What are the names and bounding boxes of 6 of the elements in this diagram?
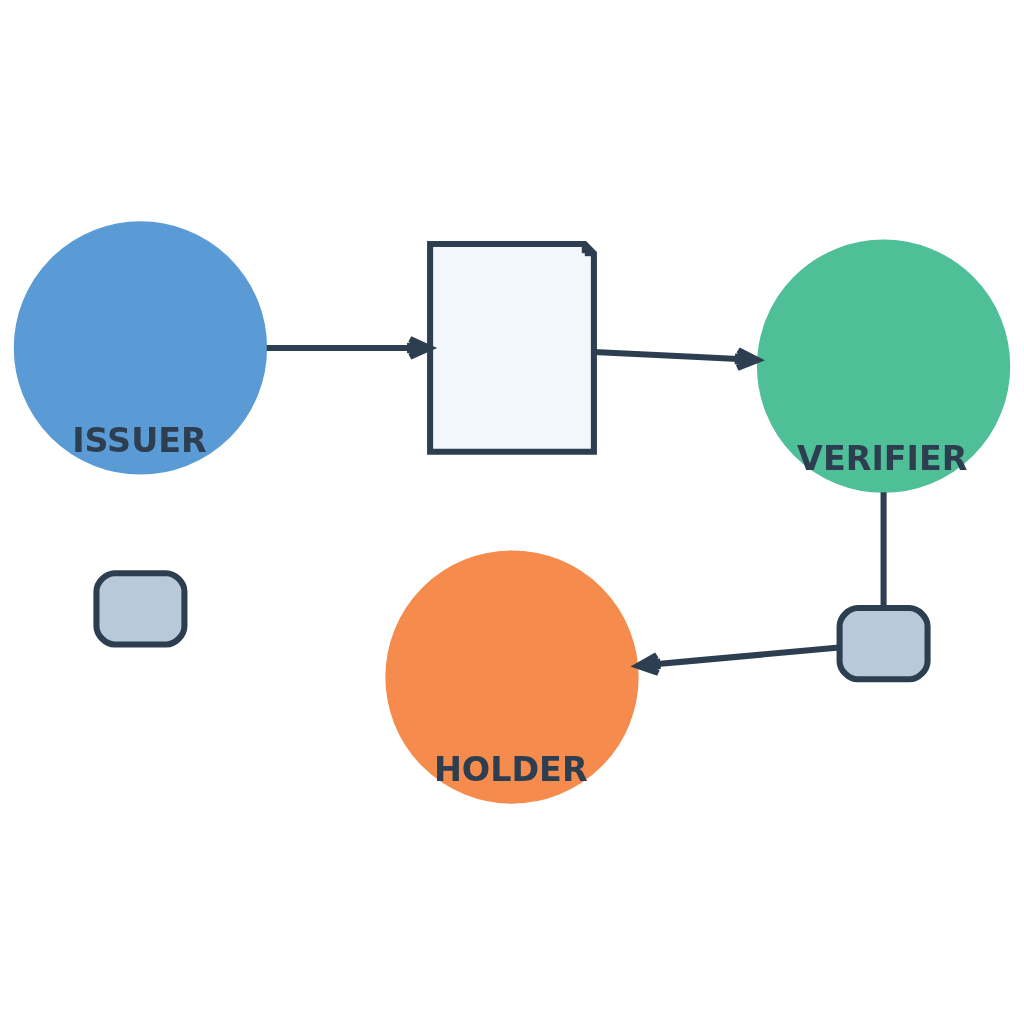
connector — [880, 491, 887, 608]
node-circle: VERIFIER — [756, 239, 1011, 493]
node-circle: HOLDER — [385, 549, 639, 804]
node-lock — [93, 569, 188, 647]
node-circle: ISSUER — [13, 220, 268, 475]
node-lock — [836, 604, 931, 682]
